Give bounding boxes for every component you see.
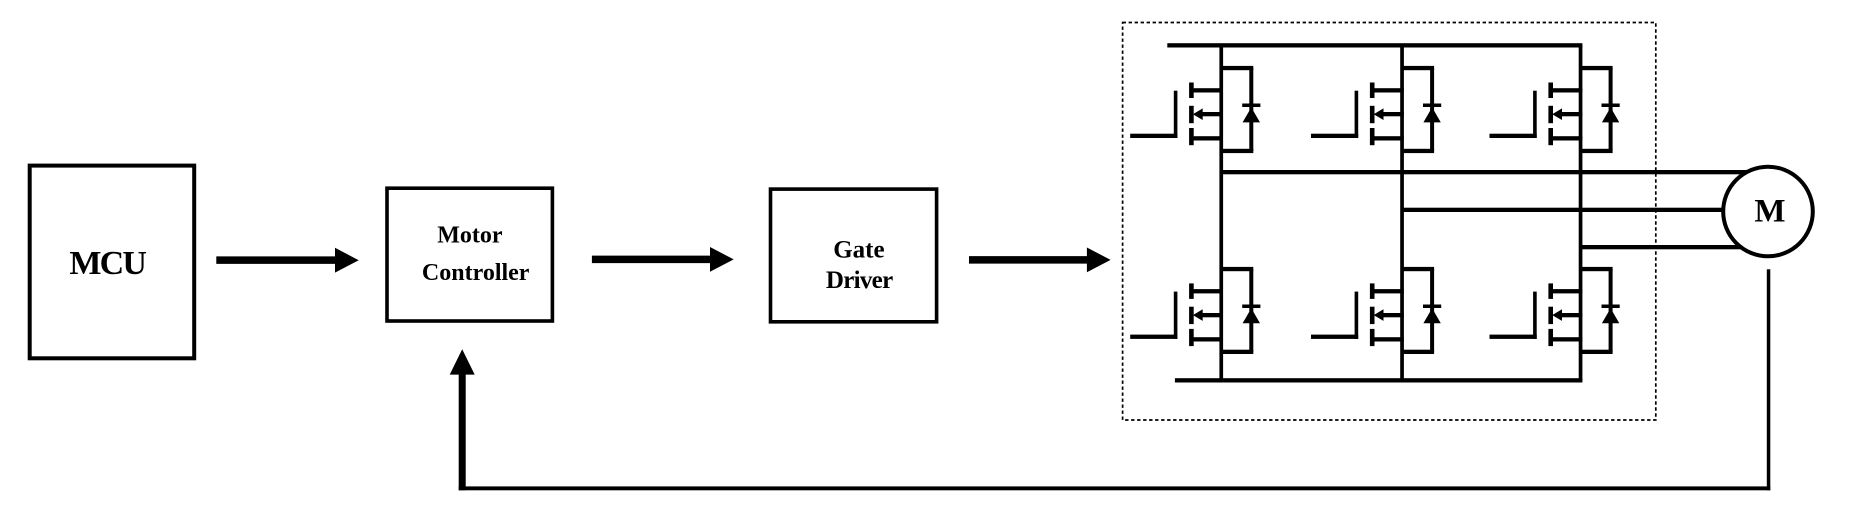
svg-text:Driver: Driver [826,267,893,294]
svg-text:M: M [1754,193,1785,229]
svg-text:Controller: Controller [422,260,530,286]
svg-text:Motor: Motor [437,223,503,249]
svg-text:MCU: MCU [69,245,146,282]
svg-text:Gate: Gate [833,236,884,263]
